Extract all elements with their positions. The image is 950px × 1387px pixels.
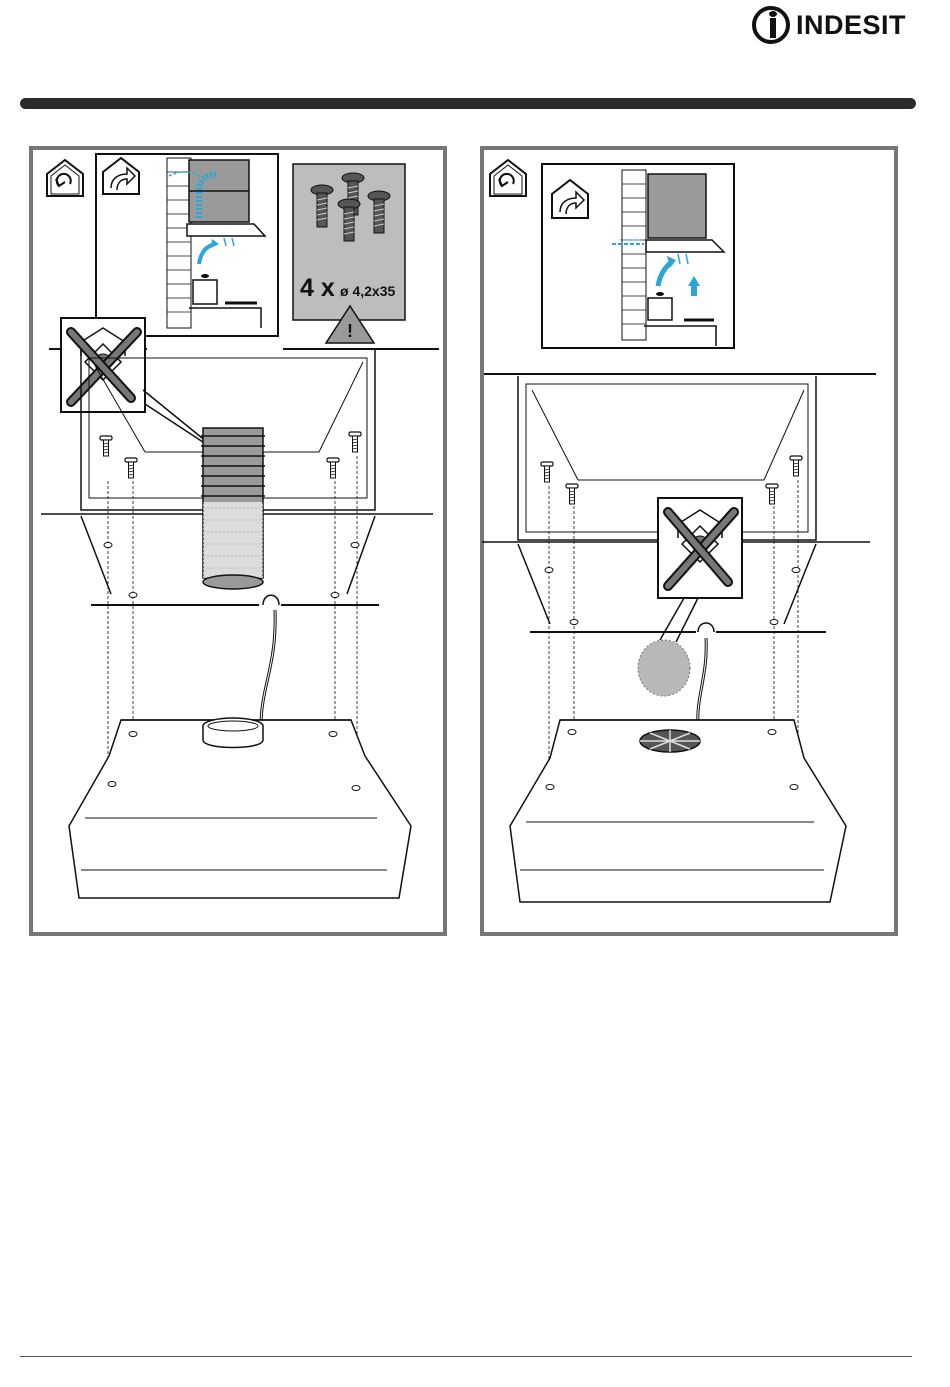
brand-logo: INDESIT xyxy=(752,6,912,52)
brand-logo-icon xyxy=(752,6,790,44)
header-divider xyxy=(20,98,916,109)
footer-divider xyxy=(20,1356,912,1357)
panel-ducted-installation: 4 x ø 4,2x35 ! xyxy=(29,146,447,936)
brand-name: INDESIT xyxy=(796,10,906,40)
screw-count: 4 x xyxy=(300,274,335,302)
svg-text:!: ! xyxy=(347,321,353,341)
brick-wall xyxy=(622,170,646,340)
screw-size: ø 4,2x35 xyxy=(340,283,395,299)
brick-wall xyxy=(167,158,191,328)
no-fan-icon xyxy=(658,498,742,598)
grease-filter-icon xyxy=(640,730,700,752)
flexible-duct-icon xyxy=(201,428,265,589)
panel-recirculation-installation xyxy=(480,146,898,936)
hood-body xyxy=(69,718,411,898)
no-fan-icon xyxy=(61,318,145,412)
